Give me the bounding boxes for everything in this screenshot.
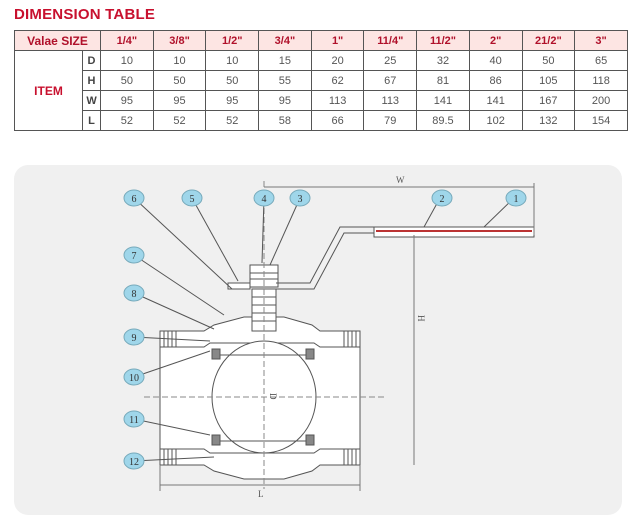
dimension-label-l: L	[258, 489, 264, 499]
dimension-label-h: H	[416, 315, 426, 322]
part-number-3: 3	[298, 194, 303, 205]
table-cell: 52	[152, 110, 207, 131]
table-cell: 132	[521, 110, 576, 131]
table-cell: 95	[100, 90, 154, 111]
size-cell: 2"	[468, 30, 523, 51]
callout-bubble-8	[123, 284, 145, 302]
table-cell: 58	[258, 110, 312, 131]
table-cell: 10	[205, 50, 260, 71]
part-callouts: 1 2 3 4 5 6 7 8 9 10 11 12	[123, 189, 527, 470]
callout-bubble-2	[431, 189, 453, 207]
table-cell: 154	[574, 110, 628, 131]
row-key: W	[81, 90, 102, 111]
table-cell: 81	[416, 70, 470, 91]
table-cell: 25	[363, 50, 418, 71]
table-cell: 20	[310, 50, 365, 71]
dimension-label-d: D	[268, 393, 278, 400]
table-cell: 141	[416, 90, 470, 111]
part-number-12: 12	[129, 457, 139, 468]
table-cell: 200	[574, 90, 628, 111]
table-cell: 95	[258, 90, 312, 111]
size-cell: 21/2"	[521, 30, 576, 51]
size-cell: 3/4"	[258, 30, 312, 51]
row-key: D	[81, 50, 102, 71]
row-key: L	[81, 110, 102, 131]
table-cell: 10	[152, 50, 207, 71]
size-cell: 11/4"	[363, 30, 418, 51]
table-cell: 118	[574, 70, 628, 91]
table-cell: 55	[258, 70, 312, 91]
table-row: ITEM D 10 10 10 15 20 25 32 40 50 65	[14, 50, 628, 131]
table-row: H 50 50 50 55 62 67 81 86 105 118	[15, 70, 628, 91]
part-number-2: 2	[440, 194, 445, 205]
table-row: W 95 95 95 95 113 113 141 141 167 200	[15, 90, 628, 111]
callout-bubble-1	[505, 189, 527, 207]
callout-bubble-9	[123, 328, 145, 346]
table-cell: 89.5	[416, 110, 470, 131]
part-number-5: 5	[190, 194, 195, 205]
ball-valve-drawing: 1 2 3 4 5 6 7 8 9 10 11 12 W H D L	[123, 175, 535, 499]
table-cell: 52	[100, 110, 154, 131]
table-cell: 95	[152, 90, 207, 111]
dimension-table: Valae SIZE 1/4" 3/8" 1/2" 3/4" 1" 11/4" …	[13, 30, 628, 131]
table-cell: 65	[574, 50, 628, 71]
row-key: H	[81, 70, 102, 91]
size-cell: 1/2"	[205, 30, 260, 51]
part-number-4: 4	[262, 194, 267, 205]
table-cell: 113	[363, 90, 418, 111]
table-cell: 102	[468, 110, 523, 131]
table-cell: 50	[100, 70, 154, 91]
table-cell: 52	[205, 110, 260, 131]
table-cell: 32	[416, 50, 470, 71]
size-header: Valae SIZE	[13, 30, 102, 51]
table-cell: 67	[363, 70, 418, 91]
item-label: ITEM	[14, 50, 83, 131]
part-number-10: 10	[129, 373, 139, 384]
size-cell: 1/4"	[100, 30, 154, 51]
table-cell: 141	[468, 90, 523, 111]
table-cell: 66	[310, 110, 365, 131]
table-cell: 105	[521, 70, 576, 91]
table-cell: 40	[468, 50, 523, 71]
size-header-row: Valae SIZE 1/4" 3/8" 1/2" 3/4" 1" 11/4" …	[13, 30, 628, 51]
table-cell: 50	[152, 70, 207, 91]
part-number-7: 7	[132, 251, 137, 262]
callout-bubble-7	[123, 246, 145, 264]
table-cell: 50	[521, 50, 576, 71]
table-row: L 52 52 52 58 66 79 89.5 102 132 154	[15, 110, 628, 131]
size-cell: 3/8"	[152, 30, 207, 51]
callout-bubble-6	[123, 189, 145, 207]
callout-bubble-10	[123, 368, 145, 386]
part-number-9: 9	[132, 333, 137, 344]
part-number-1: 1	[514, 194, 519, 205]
callout-bubble-4	[253, 189, 275, 207]
dimension-label-w: W	[396, 175, 405, 185]
size-cell: 3"	[574, 30, 628, 51]
part-number-11: 11	[129, 415, 139, 426]
page-title: DIMENSION TABLE	[14, 6, 156, 23]
size-cell: 11/2"	[416, 30, 470, 51]
part-number-8: 8	[132, 289, 137, 300]
table-cell: 113	[310, 90, 365, 111]
table-cell: 62	[310, 70, 365, 91]
table-cell: 167	[521, 90, 576, 111]
callout-bubble-11	[123, 410, 145, 428]
table-cell: 50	[205, 70, 260, 91]
table-cell: 86	[468, 70, 523, 91]
callout-bubble-5	[181, 189, 203, 207]
table-cell: 15	[258, 50, 312, 71]
callout-bubble-3	[289, 189, 311, 207]
table-cell: 10	[100, 50, 154, 71]
table-cell: 79	[363, 110, 418, 131]
table-cell: 95	[205, 90, 260, 111]
size-cell: 1"	[310, 30, 365, 51]
part-number-6: 6	[132, 194, 137, 205]
callout-bubble-12	[123, 452, 145, 470]
